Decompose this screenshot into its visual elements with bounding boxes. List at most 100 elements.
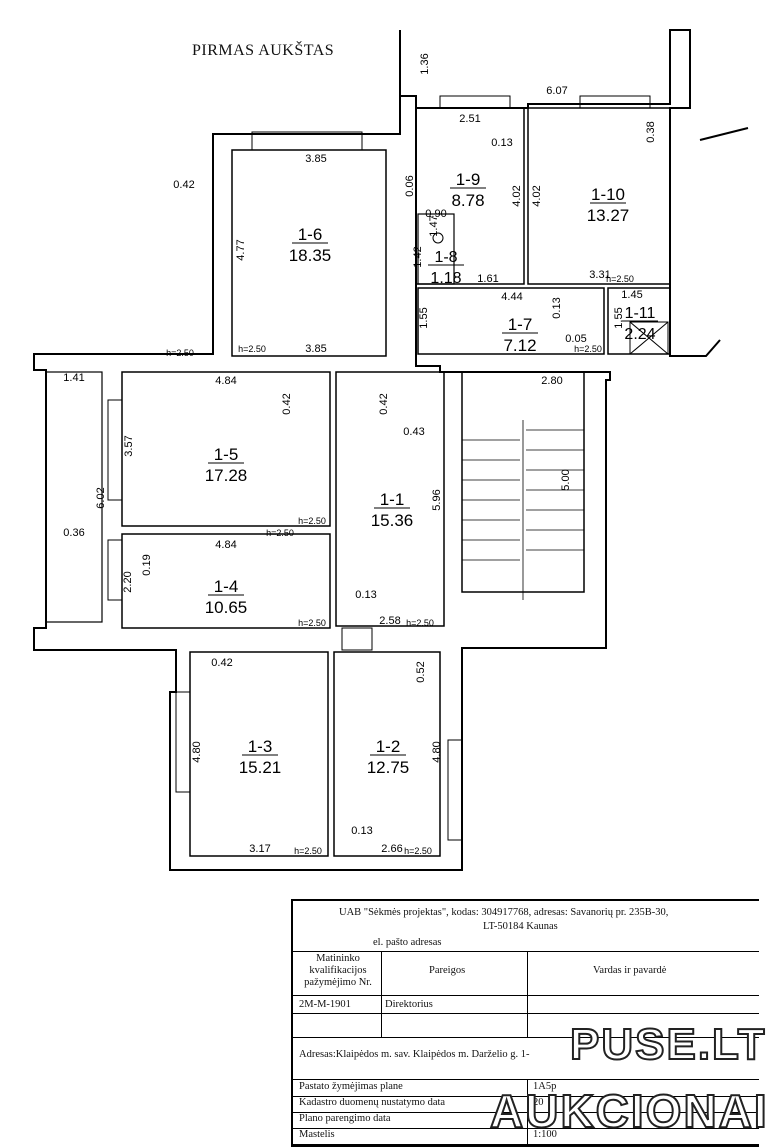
dimension-label: 0.36 xyxy=(63,527,84,539)
dimension-label: 0.13 xyxy=(351,825,372,837)
dimension-label: 3.57 xyxy=(123,435,135,456)
dimension-label: 3.31 xyxy=(589,269,610,281)
room-id: 1-11 xyxy=(625,305,656,322)
dimension-label: 0.90 xyxy=(425,208,446,220)
cert-number: 2M-M-1901 xyxy=(299,999,351,1010)
email-label: el. pašto adresas xyxy=(373,937,442,948)
floor-title: PIRMAS AUKŠTAS xyxy=(192,42,335,59)
room-id: 1-1 xyxy=(380,490,405,509)
dimension-label: 2.20 xyxy=(122,571,134,592)
col-cert-header: Matininko kvalifikacijos pažymėjimo Nr. xyxy=(304,953,372,988)
dimension-label: 0.13 xyxy=(551,297,563,318)
room-area: 8.78 xyxy=(451,191,484,210)
room-area: 13.27 xyxy=(587,206,630,225)
ceiling-height-label: h=2.50 xyxy=(404,846,432,856)
dimension-label: 1.36 xyxy=(419,53,431,74)
title-block: UAB "Sėkmės projektas", kodas: 304917768… xyxy=(291,899,759,1147)
room-area: 7.12 xyxy=(503,336,536,355)
dimension-label: 0.13 xyxy=(355,589,376,601)
ceiling-height-label: h=2.50 xyxy=(406,618,434,628)
dimension-label: 1.55 xyxy=(613,307,625,328)
room-1-8-outline xyxy=(417,213,455,285)
dimension-label: 1.47 xyxy=(428,215,440,236)
ceiling-height-label: h=2.50 xyxy=(294,846,322,856)
room-1-1-outline xyxy=(335,371,445,627)
title-block-row-label: Plano parengimo data xyxy=(299,1113,391,1124)
ceiling-height-label: h=2.50 xyxy=(238,344,266,354)
dimension-label: 3.85 xyxy=(305,153,326,165)
dimension-label: 0.43 xyxy=(403,426,424,438)
room-1-4-outline xyxy=(121,533,331,629)
dimension-label: 2.58 xyxy=(379,615,400,627)
dimension-label: 2.51 xyxy=(459,113,480,125)
dimension-label: 6.07 xyxy=(546,85,567,97)
dimension-label: 4.80 xyxy=(431,741,443,762)
col-name-header: Vardas ir pavardė xyxy=(593,965,667,976)
room-1-2-outline xyxy=(333,651,441,857)
room-area: 15.36 xyxy=(371,511,414,530)
dimension-label: 3.85 xyxy=(305,343,326,355)
dimension-label: 5.00 xyxy=(560,469,572,490)
room-1-7-outline xyxy=(417,287,605,355)
room-id: 1-10 xyxy=(591,185,625,204)
dimension-label: 1.45 xyxy=(621,289,642,301)
room-id: 1-2 xyxy=(376,737,401,756)
room-id: 1-5 xyxy=(214,445,239,464)
ceiling-height-label: h=2.50 xyxy=(298,516,326,526)
ceiling-height-label: h=2.50 xyxy=(166,348,194,358)
dimension-label: 2.80 xyxy=(541,375,562,387)
dimension-label: 4.44 xyxy=(501,291,522,303)
dimension-label: 4.02 xyxy=(531,185,543,206)
room-area: 1.18 xyxy=(430,270,461,287)
dimension-label: 0.19 xyxy=(141,554,153,575)
title-block-row-value: 1A5p xyxy=(533,1081,557,1092)
company-line-1: UAB "Sėkmės projektas", kodas: 304917768… xyxy=(339,907,669,918)
room-area: 17.28 xyxy=(205,466,248,485)
dimension-label: 1.55 xyxy=(418,307,430,328)
dimension-label: 4.77 xyxy=(235,239,247,260)
exterior-walls xyxy=(33,29,749,871)
dimension-label: 0.42 xyxy=(281,393,293,414)
dimension-label: 0.05 xyxy=(565,333,586,345)
dimension-label: 1.61 xyxy=(477,273,498,285)
dimension-label: 0.42 xyxy=(378,393,390,414)
title-block-row-label: Pastato žymėjimas plane xyxy=(299,1081,403,1092)
title-block-row-label: Mastelis xyxy=(299,1129,335,1140)
dimension-label: 4.84 xyxy=(215,375,236,387)
room-id: 1-8 xyxy=(434,249,457,266)
room-1-5-outline xyxy=(121,371,331,527)
watermark-line-1: PUSE.LT xyxy=(569,1019,767,1070)
room-id: 1-9 xyxy=(456,170,481,189)
dimension-label: 1.41 xyxy=(63,372,84,384)
room-area: 15.21 xyxy=(239,758,282,777)
room-id: 1-4 xyxy=(214,577,239,596)
room-id: 1-7 xyxy=(508,315,533,334)
ceiling-height-label: h=2.50 xyxy=(574,344,602,354)
title-block-row-value: 20 xyxy=(533,1097,544,1108)
dimension-label: 3.17 xyxy=(249,843,270,855)
position-value: Direktorius xyxy=(385,999,433,1010)
room-id: 1-3 xyxy=(248,737,273,756)
room-area: 12.75 xyxy=(367,758,410,777)
watermark-line-2: AUKCIONAI xyxy=(489,1084,768,1138)
ceiling-height-label: h=2.50 xyxy=(298,618,326,628)
ceiling-height-label: h=2.50 xyxy=(606,274,634,284)
dimension-label: 4.80 xyxy=(191,741,203,762)
room-area: 2.24 xyxy=(624,326,655,343)
room-id: 1-6 xyxy=(298,225,323,244)
dimension-label: 0.13 xyxy=(491,137,512,149)
floor-plan: 1-6 18.35 1-9 8.78 1-10 13.27 1-8 1.18 1-7 7.12 1-… xyxy=(33,29,749,871)
col-position-header: Pareigos xyxy=(429,965,466,976)
title-block-row-value: 1:100 xyxy=(533,1129,557,1140)
room-area: 10.65 xyxy=(205,598,248,617)
dimension-label: 5.96 xyxy=(431,489,443,510)
ceiling-height-label: h=2.50 xyxy=(266,528,294,538)
dimension-label: 1.42 xyxy=(412,246,424,267)
dimension-label: 0.42 xyxy=(211,657,232,669)
dimension-label: 0.42 xyxy=(173,179,194,191)
dimension-label: 0.06 xyxy=(404,175,416,196)
dimension-label: 4.02 xyxy=(511,185,523,206)
dimension-label: 6.02 xyxy=(95,487,107,508)
room-area: 18.35 xyxy=(289,246,332,265)
balcony-outline xyxy=(45,371,103,623)
